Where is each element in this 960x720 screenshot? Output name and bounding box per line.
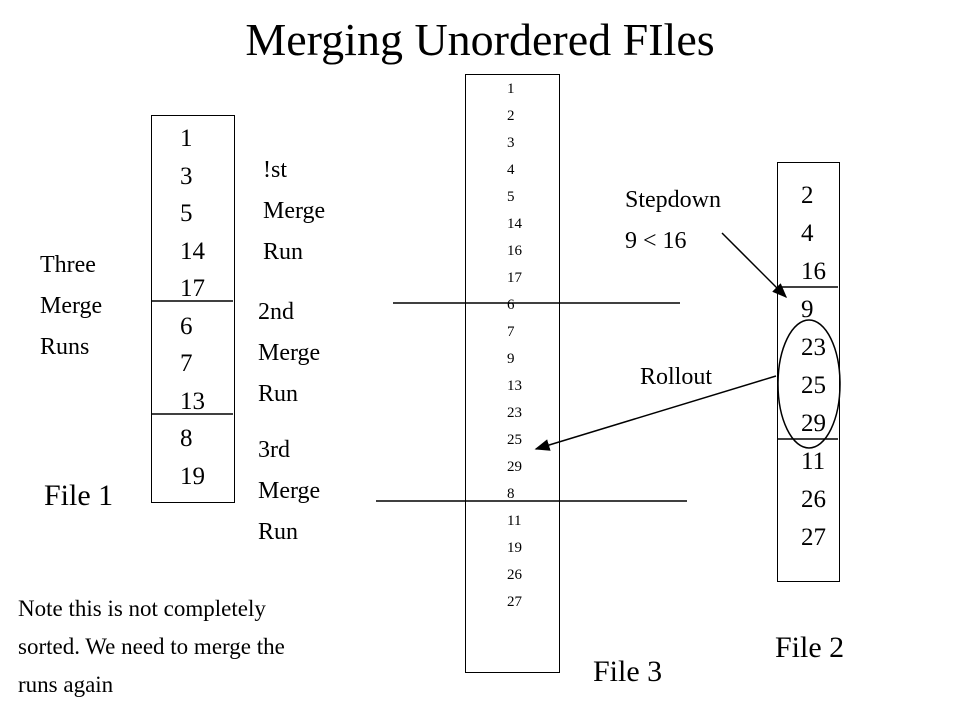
file3-value: 17 (507, 270, 522, 286)
stepdown-label: Stepdown 9 < 16 (625, 187, 721, 254)
file3-value: 11 (507, 513, 522, 529)
rollout-label: Rollout (640, 364, 713, 390)
file3-value: 2 (507, 108, 515, 124)
file1-value: 1 (180, 125, 193, 152)
file2-values: 2 4 16 9 23 25 29 11 26 27 (801, 177, 826, 557)
stepdown-arrow (721, 232, 788, 299)
file3-value: 27 (507, 594, 522, 610)
file2-value: 4 (801, 220, 814, 247)
file1-label: File 1 (44, 479, 114, 512)
file2-label: File 2 (775, 631, 845, 664)
file3-value: 8 (507, 486, 515, 502)
file2-value: 26 (801, 486, 826, 513)
file2-value: 27 (801, 524, 826, 551)
file3-value: 13 (507, 378, 522, 394)
page-title: Merging Unordered FIles (245, 14, 715, 65)
file1-value: 14 (180, 237, 205, 265)
file3-value: 26 (507, 567, 522, 583)
second-merge-run-label: 2nd Merge Run (258, 299, 321, 407)
file3-label: File 3 (593, 655, 663, 688)
file1-box (151, 115, 235, 503)
file1-value: 19 (180, 462, 205, 490)
three-merge-runs-label: Three Merge Runs (40, 252, 103, 360)
file2-value: 23 (801, 334, 826, 361)
file3-value: 4 (507, 162, 515, 178)
file2-value: 25 (801, 372, 826, 399)
file3-value: 19 (507, 540, 522, 556)
file2-box (777, 162, 840, 582)
file3-value: 9 (507, 351, 515, 367)
file3-value: 14 (507, 216, 522, 232)
note-text: Note this is not completely sorted. We n… (18, 596, 285, 697)
file2-value: 9 (801, 296, 814, 323)
file3-value: 16 (507, 243, 522, 259)
file3-box (465, 74, 560, 673)
file2-value: 11 (801, 448, 826, 475)
file2-value: 29 (801, 410, 826, 437)
file1-value: 17 (180, 275, 205, 302)
file3-value: 7 (507, 324, 515, 340)
file1-value: 7 (180, 350, 193, 377)
file2-value: 16 (801, 258, 826, 285)
file3-value: 3 (507, 135, 515, 151)
file3-value: 25 (507, 432, 522, 448)
file3-value: 23 (507, 405, 522, 421)
file1-value: 5 (180, 200, 193, 227)
rollout-arrow (534, 375, 777, 451)
file3-value: 6 (507, 297, 515, 313)
file3-value: 5 (507, 189, 515, 205)
third-merge-run-label: 3rd Merge Run (258, 437, 321, 545)
file2-value: 2 (801, 182, 814, 209)
rollout-ellipse (777, 319, 841, 449)
file1-value: 6 (180, 312, 193, 340)
file1-value: 13 (180, 387, 205, 415)
file1-value: 3 (180, 162, 193, 190)
file3-value: 1 (507, 81, 515, 97)
first-merge-run-label: !st Merge Run (263, 157, 326, 265)
file1-value: 8 (180, 425, 193, 452)
file3-value: 29 (507, 459, 522, 475)
